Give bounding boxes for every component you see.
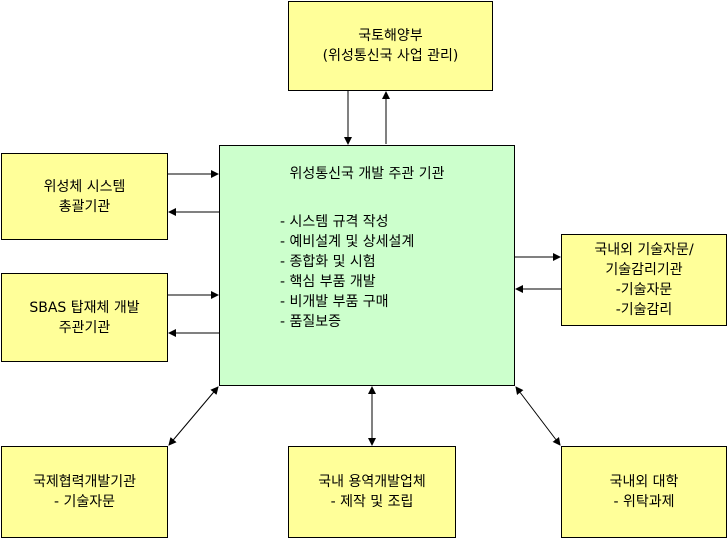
- box-domestic-contractor: 국내 용역개발업체 - 제작 및 조립: [288, 446, 456, 538]
- satellite-system-line-2: 총괄기관: [58, 198, 111, 215]
- box-development-lead: 위성통신국 개발 주관 기관 - 시스템 규격 작성 - 예비설계 및 상세설계…: [219, 145, 515, 386]
- arrow-center-intl-cooperation: [168, 386, 219, 446]
- satellite-system-line-1: 위성체 시스템: [43, 178, 126, 195]
- box-advisory-supervision: 국내외 기술자문/ 기술감리기관 -기술자문 -기술감리: [561, 234, 727, 326]
- domestic-contractor-line-2: - 제작 및 조립: [330, 494, 414, 510]
- box-satellite-system: 위성체 시스템 총괄기관: [1, 153, 168, 240]
- task-item: - 예비설계 및 상세설계: [280, 234, 415, 250]
- task-item: - 시스템 규격 작성: [280, 214, 389, 230]
- advisory-line-4: -기술감리: [615, 302, 673, 318]
- sbas-payload-line-1: SBAS 탑재체 개발: [29, 299, 140, 316]
- ministry-line-1: 국토해양부: [358, 28, 423, 44]
- development-lead-tasks: - 시스템 규격 작성 - 예비설계 및 상세설계 - 종합화 및 시험 - 핵…: [280, 212, 414, 332]
- task-item: - 비개발 부품 구매: [280, 294, 389, 310]
- universities-line-2: - 위탁과제: [613, 494, 675, 510]
- development-lead-title: 위성통신국 개발 주관 기관: [289, 166, 445, 182]
- intl-cooperation-line-2: - 기술자문: [53, 494, 116, 510]
- intl-cooperation-line-1: 국제협력개발기관: [32, 474, 137, 490]
- advisory-line-1: 국내외 기술자문/: [594, 242, 694, 258]
- task-item: - 핵심 부품 개발: [280, 274, 376, 290]
- box-sbas-payload: SBAS 탑재체 개발 주관기관: [1, 273, 168, 362]
- universities-line-1: 국내외 대학: [609, 474, 679, 490]
- domestic-contractor-line-1: 국내 용역개발업체: [318, 474, 426, 490]
- advisory-line-3: -기술자문: [615, 282, 673, 298]
- sbas-payload-line-2: 주관기관: [58, 319, 111, 336]
- box-universities: 국내외 대학 - 위탁과제: [561, 446, 727, 538]
- ministry-line-2: (위성통신국 사업 관리): [322, 48, 459, 64]
- box-ministry: 국토해양부 (위성통신국 사업 관리): [288, 1, 493, 91]
- box-intl-cooperation: 국제협력개발기관 - 기술자문: [1, 446, 168, 538]
- advisory-line-2: 기술감리기관: [605, 262, 683, 278]
- task-item: - 종합화 및 시험: [280, 254, 376, 270]
- arrow-center-universities: [515, 386, 561, 446]
- task-item: - 품질보증: [280, 314, 342, 330]
